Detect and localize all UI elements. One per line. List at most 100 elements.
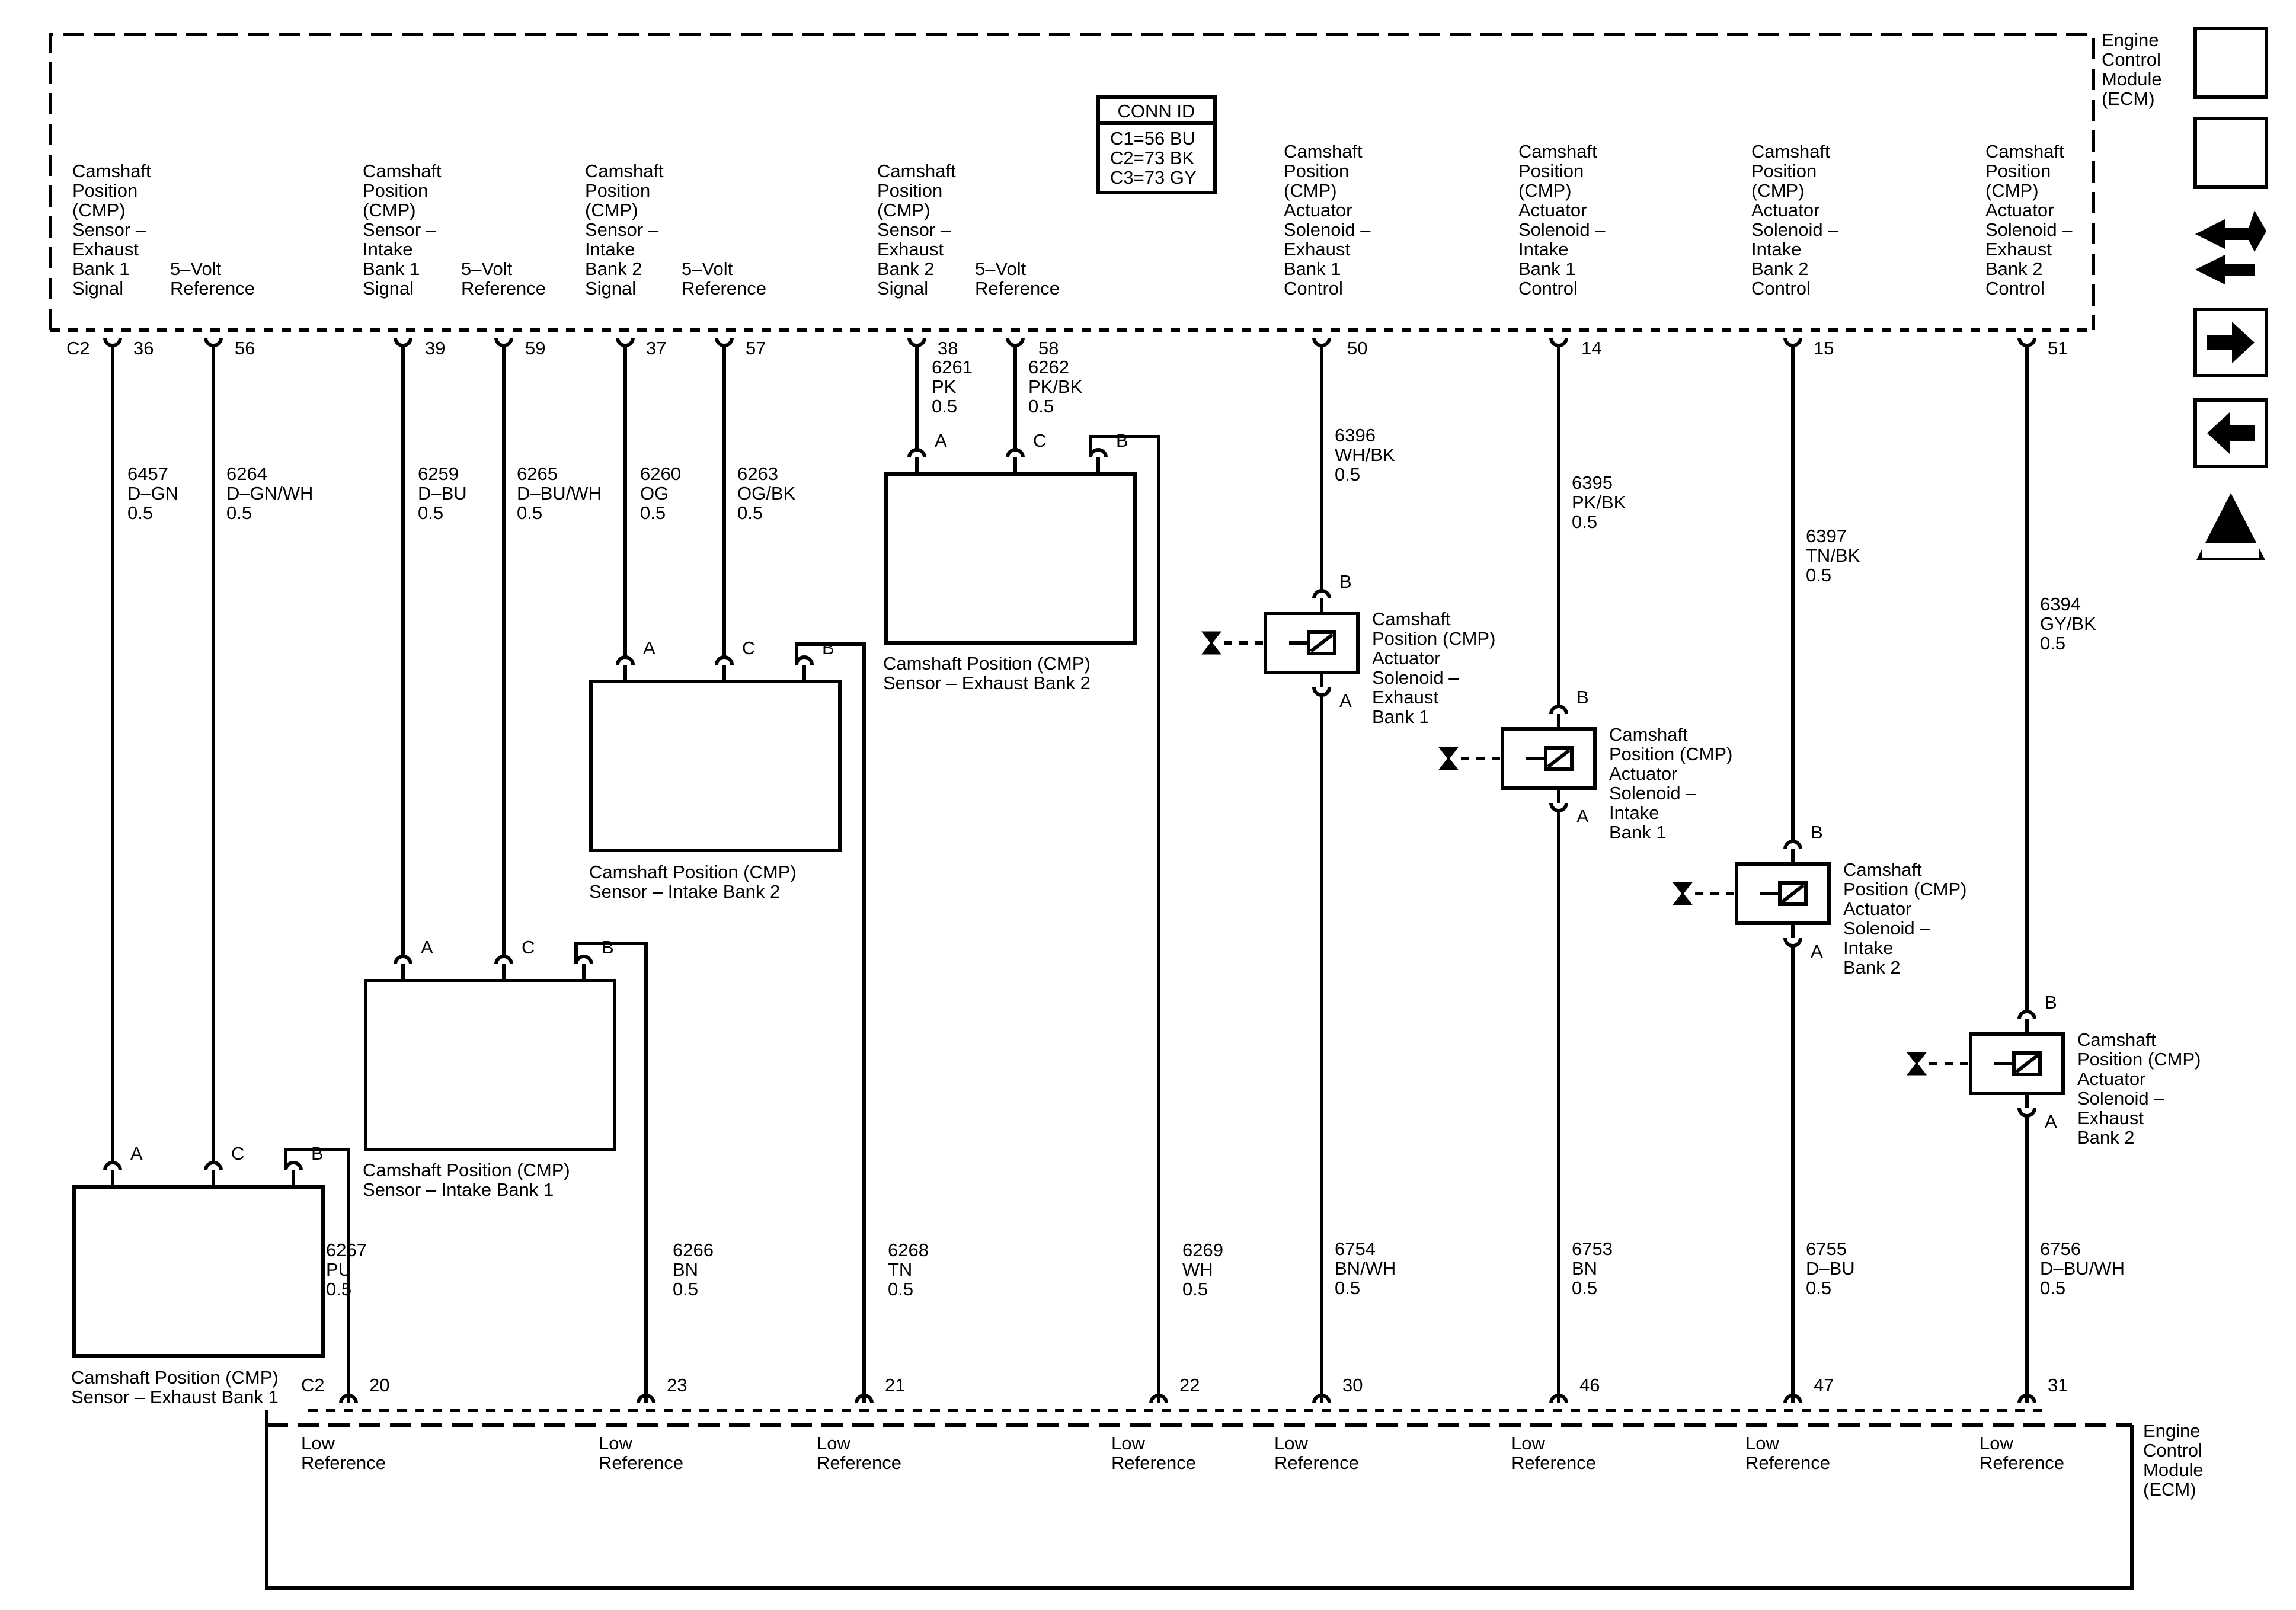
wire-label-w6397-line: 0.5 bbox=[1806, 565, 1831, 585]
conn-id-title: CONN ID bbox=[1118, 101, 1195, 121]
wire-label-w6754-line: 6754 bbox=[1335, 1238, 1376, 1259]
terminal bbox=[394, 337, 412, 347]
terminal bbox=[1783, 337, 1802, 347]
ecm-label-top-line: Engine bbox=[2102, 30, 2159, 50]
wire-label-w6753-line: BN bbox=[1572, 1258, 1597, 1279]
signal-label-s1-line: Signal bbox=[72, 278, 123, 299]
pin-letter-a: A bbox=[421, 937, 433, 958]
solenoid-label-sol_ib2-line: Intake bbox=[1843, 937, 1893, 958]
signal-label-a4-line: (CMP) bbox=[1985, 180, 2039, 201]
signal-label-s3-line: Camshaft bbox=[585, 161, 664, 181]
solenoid-label-sol_ib2-line: Position (CMP) bbox=[1843, 879, 1966, 900]
sensor-box-sen_eb2 bbox=[884, 472, 1137, 645]
wire-label-w6395-line: 6395 bbox=[1572, 472, 1613, 493]
terminal bbox=[637, 1394, 655, 1404]
signal-label-r2-line: Reference bbox=[461, 278, 546, 299]
conn-id-row-line: C3=73 GY bbox=[1110, 167, 1197, 188]
signal-label-s3-line: Bank 2 bbox=[585, 258, 642, 279]
wire-label-w6753-line: 6753 bbox=[1572, 1238, 1613, 1259]
solenoid-label-sol_ib2-line: Camshaft bbox=[1843, 859, 1922, 880]
solenoid-label-sol_ib1-line: Camshaft bbox=[1609, 724, 1688, 745]
ecm-label-top-line: (ECM) bbox=[2102, 88, 2155, 109]
signal-label-s4-line: Bank 2 bbox=[877, 258, 935, 279]
pin-letter-a: A bbox=[2045, 1111, 2057, 1132]
signal-label-s3-line: Position bbox=[585, 180, 650, 201]
wire-label-w6753-line: 0.5 bbox=[1572, 1278, 1597, 1298]
wire-label-w6396-line: 6396 bbox=[1335, 425, 1376, 446]
terminal bbox=[715, 337, 734, 347]
pin-letter-a: A bbox=[1811, 941, 1823, 962]
schematic-icon-part bbox=[2195, 255, 2255, 284]
wire-label-w6259-line: 0.5 bbox=[418, 502, 443, 523]
top-connector-id: C2 bbox=[66, 338, 90, 359]
solenoid-label-sol_ib1-line: Bank 1 bbox=[1609, 822, 1667, 843]
bottom-label-p31-line: Low bbox=[1980, 1433, 2013, 1454]
signal-label-s4-line: Exhaust bbox=[877, 239, 944, 260]
signal-label-r3-line: Reference bbox=[682, 278, 766, 299]
wire-label-w6269-line: WH bbox=[1182, 1259, 1213, 1280]
signal-label-a4-line: Bank 2 bbox=[1985, 258, 2043, 279]
top-pin-s3: 37 bbox=[646, 338, 666, 359]
signal-label-s2-line: Signal bbox=[363, 278, 414, 299]
signal-label-s1-line: Sensor – bbox=[72, 219, 146, 240]
terminal bbox=[2017, 337, 2036, 347]
wire-label-w6266-line: BN bbox=[673, 1259, 698, 1280]
terminal bbox=[1783, 937, 1802, 948]
solenoid-box-sol_ib1 bbox=[1501, 727, 1597, 790]
solenoid-label-sol_ib2-line: Solenoid – bbox=[1843, 918, 1930, 939]
pin-letter-c: C bbox=[1033, 430, 1046, 451]
wire-label-w6457-line: 6457 bbox=[127, 463, 168, 484]
terminal bbox=[1783, 840, 1802, 850]
signal-label-a3-line: Position bbox=[1751, 161, 1817, 181]
signal-label-a1-line: Control bbox=[1284, 278, 1343, 299]
sensor-label-sen_ib2-line: Sensor – Intake Bank 2 bbox=[589, 881, 780, 902]
wire-label-w6259-line: 6259 bbox=[418, 463, 459, 484]
signal-label-a2-line: (CMP) bbox=[1518, 180, 1572, 201]
bottom-label-p23-line: Reference bbox=[599, 1452, 683, 1473]
terminal bbox=[1312, 1394, 1331, 1404]
wire-label-w6756-line: 6756 bbox=[2040, 1238, 2081, 1259]
wire-label-w6263-line: 6263 bbox=[737, 463, 778, 484]
wire-label-w6262-line: 6262 bbox=[1028, 357, 1069, 377]
terminal bbox=[1312, 589, 1331, 599]
top-pin-r3: 57 bbox=[746, 338, 766, 359]
valve-icon bbox=[1906, 1052, 1927, 1076]
signal-label-a2-line: Actuator bbox=[1518, 200, 1587, 220]
wire-label-w6266-line: 0.5 bbox=[673, 1279, 698, 1299]
pin-letter-b: B bbox=[602, 937, 614, 958]
solenoid-label-sol_eb1-line: Camshaft bbox=[1372, 609, 1451, 629]
wire-label-w6266-line: 6266 bbox=[673, 1240, 714, 1260]
pin-letter-a: A bbox=[1339, 690, 1352, 711]
terminal bbox=[1149, 1394, 1168, 1404]
wire-label-w6397-line: TN/BK bbox=[1806, 545, 1860, 566]
solenoid-label-sol_eb1-line: Actuator bbox=[1372, 648, 1440, 668]
signal-label-a4-line: Control bbox=[1985, 278, 2045, 299]
wire-label-w6395-line: 0.5 bbox=[1572, 511, 1597, 532]
ecm-label-bottom-line: Control bbox=[2143, 1440, 2202, 1461]
wire-label-w6457-line: D–GN bbox=[127, 483, 178, 504]
wire-label-w6262-line: 0.5 bbox=[1028, 396, 1054, 417]
signal-label-a4-line: Actuator bbox=[1985, 200, 2054, 220]
wire-label-w6265-line: D–BU/WH bbox=[517, 483, 602, 504]
top-pin-s1: 36 bbox=[133, 338, 154, 359]
terminal bbox=[103, 1161, 122, 1171]
terminal bbox=[1006, 337, 1025, 347]
ecm-label-bottom-line: Module bbox=[2143, 1459, 2204, 1480]
solenoid-label-sol_ib1-line: Intake bbox=[1609, 802, 1659, 823]
signal-label-a3-line: Intake bbox=[1751, 239, 1801, 260]
signal-label-s1-line: Bank 1 bbox=[72, 258, 130, 279]
schematic-icon bbox=[2195, 210, 2266, 252]
ecm-top-outline bbox=[49, 33, 2095, 330]
diagram-lines bbox=[49, 33, 2134, 1590]
signal-label-s4-line: Sensor – bbox=[877, 219, 951, 240]
terminal bbox=[616, 655, 635, 665]
side-icons bbox=[2193, 27, 2268, 560]
back-arrow-glyph bbox=[2207, 412, 2255, 454]
wire-label-w6268-line: TN bbox=[888, 1259, 912, 1280]
signal-label-s4-line: Camshaft bbox=[877, 161, 956, 181]
signal-label-s2-line: Intake bbox=[363, 239, 412, 260]
wire-label-w6396-line: WH/BK bbox=[1335, 444, 1395, 465]
wire-label-w6756-line: 0.5 bbox=[2040, 1278, 2065, 1298]
terminal bbox=[1549, 1394, 1568, 1404]
terminal bbox=[494, 955, 513, 965]
